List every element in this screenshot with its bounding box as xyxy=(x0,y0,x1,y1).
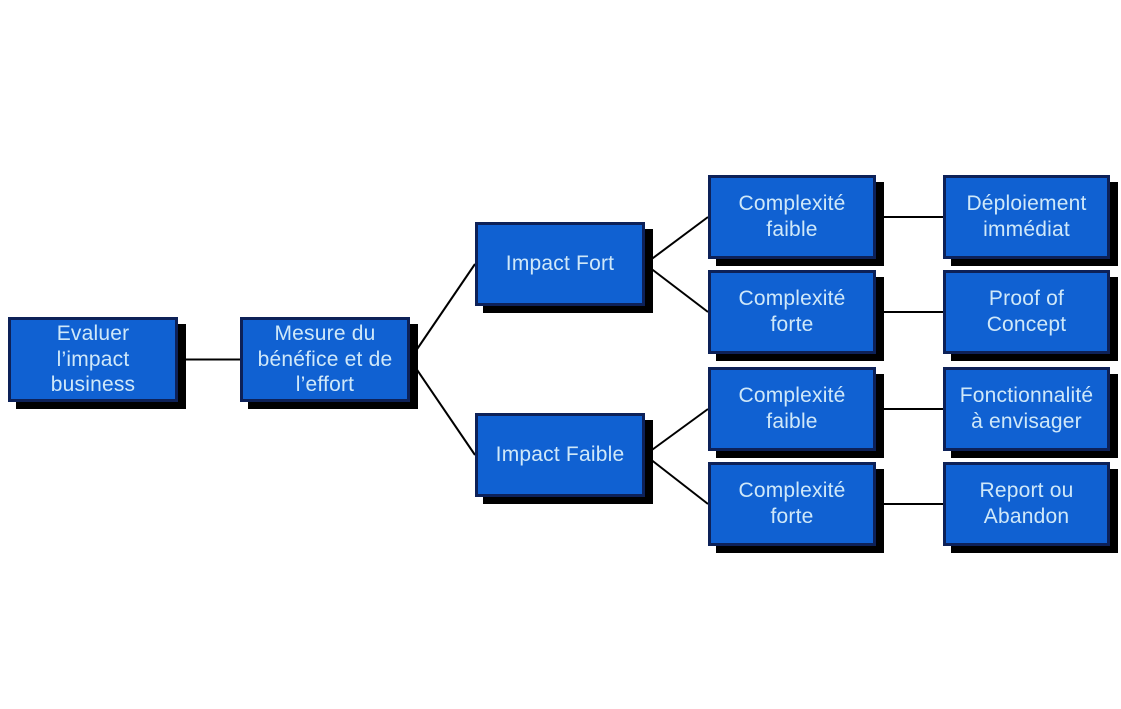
node-label-complexite-forte-2: Complexité forte xyxy=(738,479,846,528)
node-label-fonctionnalite: Fonctionnalité à envisager xyxy=(959,384,1094,433)
connector-line xyxy=(644,216,709,265)
node-complexite-faible-1: Complexité faible xyxy=(708,175,876,259)
connector-line xyxy=(644,408,709,456)
node-label-complexite-faible-1: Complexité faible xyxy=(738,192,846,241)
node-complexite-faible-2: Complexité faible xyxy=(708,367,876,451)
node-deploiement: Déploiement immédiat xyxy=(943,175,1110,259)
node-mesure: Mesure du bénéfice et de l’effort xyxy=(240,317,410,402)
node-label-proof: Proof of Concept xyxy=(986,287,1067,336)
node-label-evaluer: Evaluer l’impact business xyxy=(50,322,136,397)
node-label-deploiement: Déploiement immédiat xyxy=(966,192,1087,241)
node-impact-faible: Impact Faible xyxy=(475,413,645,497)
connector-line xyxy=(409,263,476,361)
node-label-complexite-forte-1: Complexité forte xyxy=(738,287,846,336)
connector-line xyxy=(409,358,476,456)
node-label-report: Report ou Abandon xyxy=(979,479,1074,528)
node-label-mesure: Mesure du bénéfice et de l’effort xyxy=(257,322,393,397)
node-report: Report ou Abandon xyxy=(943,462,1110,546)
connector-line xyxy=(644,454,709,505)
connector-line xyxy=(644,263,709,313)
node-complexite-forte-1: Complexité forte xyxy=(708,270,876,354)
node-complexite-forte-2: Complexité forte xyxy=(708,462,876,546)
node-label-complexite-faible-2: Complexité faible xyxy=(738,384,846,433)
node-fonctionnalite: Fonctionnalité à envisager xyxy=(943,367,1110,451)
node-evaluer: Evaluer l’impact business xyxy=(8,317,178,402)
node-impact-fort: Impact Fort xyxy=(475,222,645,306)
node-label-impact-fort: Impact Fort xyxy=(505,252,615,276)
node-proof: Proof of Concept xyxy=(943,270,1110,354)
node-label-impact-faible: Impact Faible xyxy=(495,443,625,467)
